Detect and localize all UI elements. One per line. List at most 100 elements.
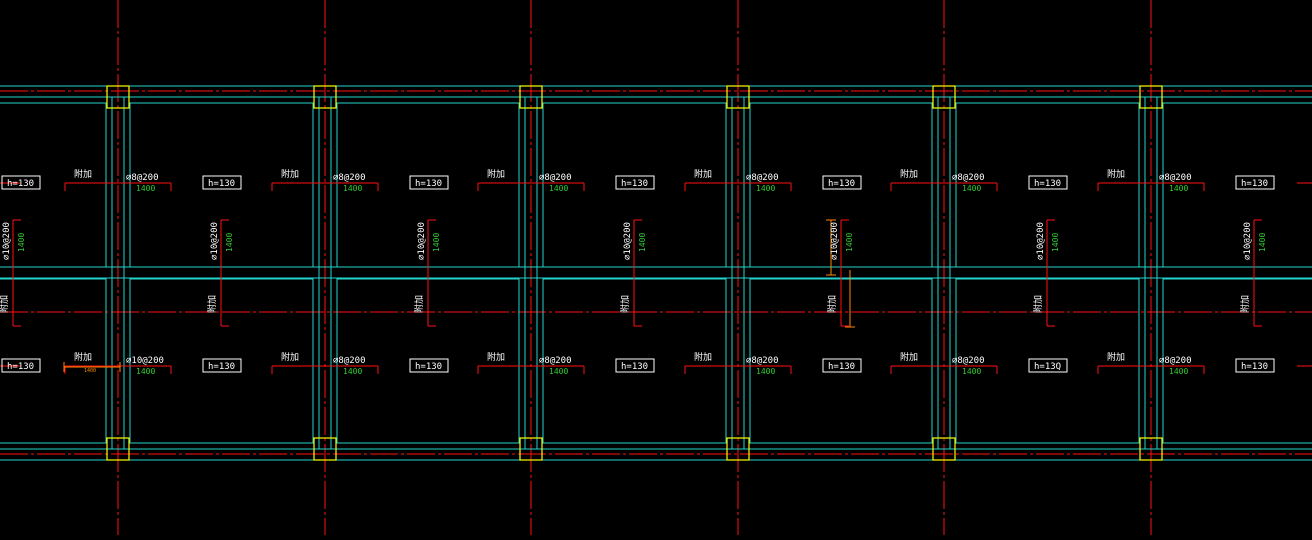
slab-thickness-label: h=130 bbox=[1241, 179, 1268, 189]
slab-thickness-label: h=130 bbox=[828, 179, 855, 189]
column bbox=[932, 85, 956, 109]
slab-thickness-tag bbox=[202, 358, 242, 373]
slab-thickness-tag bbox=[1028, 175, 1068, 190]
rebar-spec-label-vertical: ⌀10@200 bbox=[623, 222, 633, 260]
rebar-mark-label: 附加 bbox=[694, 168, 712, 180]
rebar-mark-label: 附加 bbox=[74, 351, 92, 363]
rebar-mark-label-vertical: 附加 bbox=[619, 295, 631, 313]
slab-thickness-tag bbox=[1, 175, 41, 190]
rebar-spec-label: ⌀8@200 bbox=[746, 173, 779, 183]
rebar-spec-label-vertical: ⌀10@200 bbox=[1243, 222, 1253, 260]
rebar-mark-label-vertical: 附加 bbox=[413, 295, 425, 313]
rebar-spec-label: ⌀8@200 bbox=[333, 356, 366, 366]
rebar-mark-label: 附加 bbox=[1107, 168, 1125, 180]
rebar-spec-label: ⌀10@200 bbox=[126, 356, 164, 366]
rebar-spec-label: ⌀8@200 bbox=[952, 173, 985, 183]
rebar-spec-label: ⌀8@200 bbox=[126, 173, 159, 183]
rebar-length-label: 1400 bbox=[756, 367, 775, 376]
rebar-length-label: 1400 bbox=[136, 184, 155, 193]
column bbox=[519, 85, 543, 109]
rebar-length-label-vertical: 1400 bbox=[432, 233, 441, 252]
column bbox=[519, 437, 543, 461]
slab-thickness-tag bbox=[1235, 358, 1275, 373]
slab-thickness-tag bbox=[822, 358, 862, 373]
rebar-mark-label: 附加 bbox=[1107, 351, 1125, 363]
rebar-spec-label: ⌀8@200 bbox=[746, 356, 779, 366]
rebar-mark-label: 附加 bbox=[281, 168, 299, 180]
column bbox=[1139, 437, 1163, 461]
column bbox=[726, 437, 750, 461]
rebar-spec-label: ⌀8@200 bbox=[952, 356, 985, 366]
rebar-spec-label-vertical: ⌀10@200 bbox=[417, 222, 427, 260]
rebar-length-label: 1400 bbox=[549, 367, 568, 376]
slab-thickness-tag bbox=[409, 358, 449, 373]
rebar-mark-label: 附加 bbox=[281, 351, 299, 363]
rebar-mark-label: 附加 bbox=[74, 168, 92, 180]
rebar-mark-label: 附加 bbox=[694, 351, 712, 363]
slab-thickness-label: h=130 bbox=[7, 179, 34, 189]
rebar-spec-label: ⌀8@200 bbox=[539, 356, 572, 366]
column bbox=[313, 437, 337, 461]
rebar-spec-label-vertical: ⌀10@200 bbox=[210, 222, 220, 260]
rebar-length-label-vertical: 1400 bbox=[1051, 233, 1060, 252]
rebar-spec-label-vertical: ⌀10@200 bbox=[1036, 222, 1046, 260]
column bbox=[313, 85, 337, 109]
annotations: ⌀8@2001400附加⌀8@2001400附加⌀8@2001400附加⌀8@2… bbox=[0, 168, 1275, 376]
column bbox=[1139, 85, 1163, 109]
slab-thickness-label: h=130 bbox=[7, 362, 34, 372]
rebar-spec-label-vertical: ⌀10@200 bbox=[830, 222, 840, 260]
rebar-mark-label-vertical: 附加 bbox=[206, 295, 218, 313]
rebar-mark-label-vertical: 附加 bbox=[826, 295, 838, 313]
rebar-length-label-vertical: 1400 bbox=[17, 233, 26, 252]
slab-thickness-tag bbox=[615, 358, 655, 373]
rebar-length-label: 1400 bbox=[1169, 367, 1188, 376]
slab-thickness-label: h=130 bbox=[1241, 362, 1268, 372]
slab-thickness-label: h=130 bbox=[208, 179, 235, 189]
rebar-length-label-vertical: 1400 bbox=[638, 233, 647, 252]
slab-thickness-tag bbox=[202, 175, 242, 190]
rebar-spec-label: ⌀8@200 bbox=[539, 173, 572, 183]
rebar-mark-label-vertical: 附加 bbox=[1032, 295, 1044, 313]
rebar-mark-label: 附加 bbox=[900, 351, 918, 363]
rebar-lines bbox=[0, 182, 1312, 374]
rebar-length-label-vertical: 1400 bbox=[1258, 233, 1267, 252]
rebar-length-label: 1400 bbox=[1169, 184, 1188, 193]
slab-thickness-label: h=130 bbox=[828, 362, 855, 372]
rebar-spec-label-vertical: ⌀10@200 bbox=[2, 222, 12, 260]
column bbox=[106, 85, 130, 109]
slab-thickness-tag bbox=[615, 175, 655, 190]
column bbox=[932, 437, 956, 461]
slab-thickness-tag bbox=[822, 175, 862, 190]
slab-thickness-tag bbox=[409, 175, 449, 190]
rebar-mark-label-vertical: 附加 bbox=[0, 295, 10, 313]
rebar-length-label-vertical: 1400 bbox=[845, 233, 854, 252]
rebar-spec-label: ⌀8@200 bbox=[1159, 173, 1192, 183]
rebar-length-label: 1400 bbox=[343, 367, 362, 376]
slab-thickness-tag bbox=[1028, 358, 1068, 373]
rebar-mark-label: 附加 bbox=[487, 351, 505, 363]
rebar-length-label: 1400 bbox=[549, 184, 568, 193]
slab-thickness-label: h=130 bbox=[621, 362, 648, 372]
rebar-length-label: 1400 bbox=[756, 184, 775, 193]
dimension-label: 1400 bbox=[84, 368, 96, 374]
slab-thickness-label: h=130 bbox=[621, 179, 648, 189]
slab-thickness-label: h=130 bbox=[415, 362, 442, 372]
rebar-length-label: 1400 bbox=[136, 367, 155, 376]
rebar-mark-label: 附加 bbox=[487, 168, 505, 180]
rebar-mark-label-vertical: 附加 bbox=[1239, 295, 1251, 313]
rebar-length-label: 1400 bbox=[962, 367, 981, 376]
slab-thickness-label: h=130 bbox=[415, 179, 442, 189]
rebar-spec-label: ⌀8@200 bbox=[333, 173, 366, 183]
slab-thickness-label: h=13Q bbox=[1034, 362, 1061, 372]
slab-thickness-tag bbox=[1, 358, 41, 373]
slab-thickness-tag bbox=[1235, 175, 1275, 190]
rebar-mark-label: 附加 bbox=[900, 168, 918, 180]
rebar-spec-label: ⌀8@200 bbox=[1159, 356, 1192, 366]
columns bbox=[106, 85, 1163, 461]
column bbox=[726, 85, 750, 109]
rebar-length-label-vertical: 1400 bbox=[225, 233, 234, 252]
slab-panel-outline bbox=[0, 278, 107, 444]
slab-thickness-label: h=130 bbox=[208, 362, 235, 372]
